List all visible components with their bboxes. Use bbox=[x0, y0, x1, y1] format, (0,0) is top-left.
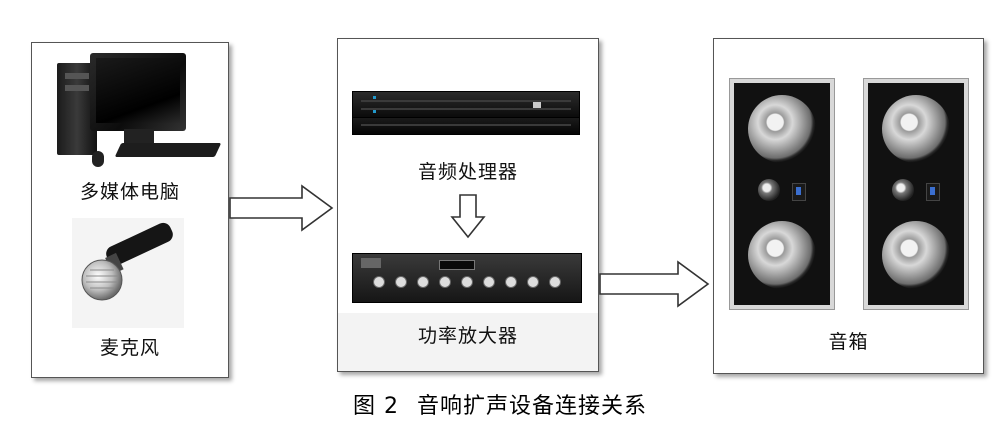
arrow-to-speakers bbox=[599, 260, 710, 308]
speaker-label: 音箱 bbox=[828, 331, 869, 353]
amplifier-label-bg bbox=[338, 313, 598, 371]
panel-output: 音箱 bbox=[713, 38, 984, 374]
caption-text: 音响扩声设备连接关系 bbox=[417, 394, 648, 419]
microphone-icon bbox=[72, 218, 184, 328]
caption-prefix: 图 bbox=[352, 394, 376, 419]
arrow-down-icon bbox=[450, 194, 486, 239]
power-amplifier-icon bbox=[352, 253, 582, 303]
audio-processor-icon bbox=[352, 91, 580, 119]
caption-number: 2 bbox=[384, 394, 399, 419]
audio-processor-lower bbox=[352, 117, 580, 135]
speaker-icon bbox=[730, 79, 834, 309]
panel-processing: 音频处理器 功率放大器 bbox=[337, 38, 599, 372]
processor-label: 音频处理器 bbox=[417, 161, 518, 183]
speaker-icon bbox=[864, 79, 968, 309]
microphone-label: 麦克风 bbox=[99, 337, 160, 359]
amplifier-label: 功率放大器 bbox=[417, 325, 518, 347]
arrow-to-processing bbox=[229, 184, 334, 232]
pc-label: 多媒体电脑 bbox=[79, 181, 180, 203]
panel-sources: 多媒体电脑 麦克风 bbox=[31, 42, 229, 378]
